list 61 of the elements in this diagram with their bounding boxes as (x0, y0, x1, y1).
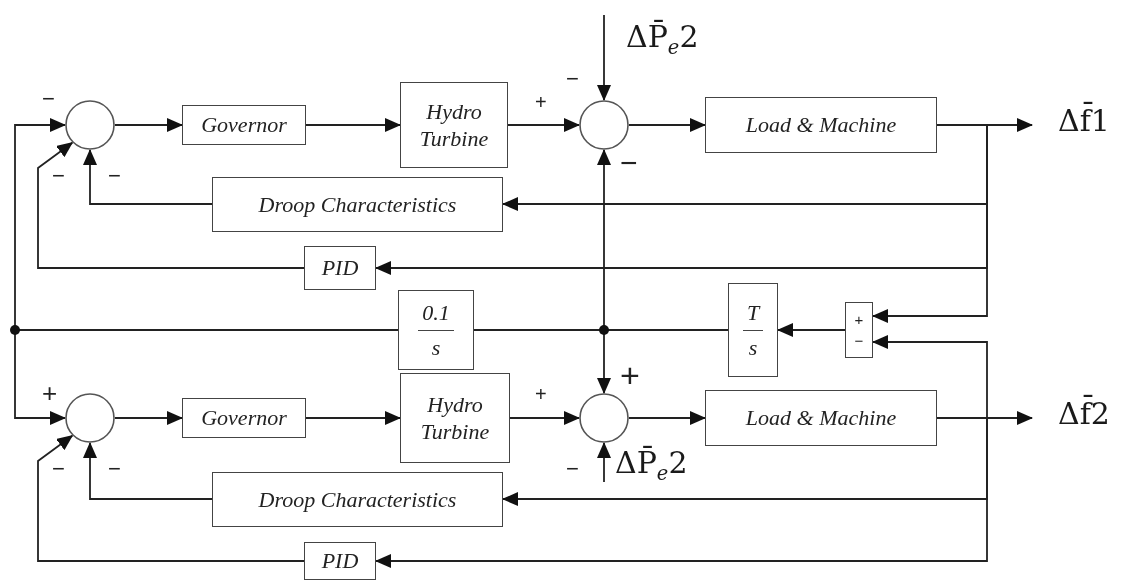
process-box (398, 290, 474, 370)
process-box (304, 542, 376, 580)
block-label: Governor (201, 404, 287, 432)
sign-label: − (566, 458, 579, 480)
block-label: Hydro Turbine (419, 390, 491, 446)
block-label: Droop Characteristics (258, 190, 457, 219)
block-label: Load & Machine (745, 111, 897, 139)
fraction-term: s (430, 333, 442, 361)
arrow (628, 118, 706, 132)
sign-label: − (52, 458, 65, 480)
sign-label: + (42, 380, 58, 406)
sign-label: + (535, 384, 547, 404)
process-box (728, 283, 778, 377)
arrow (777, 323, 846, 337)
sign-label: − (854, 331, 864, 351)
arrow (37, 141, 305, 269)
output-label: Δf̄2 (1032, 396, 1136, 440)
process-box (182, 105, 306, 145)
process-box (182, 398, 306, 438)
block-label: PID (321, 254, 359, 282)
sign-label: − (52, 165, 65, 187)
comparator-box (845, 302, 873, 358)
arrow (37, 434, 305, 562)
output-label: Δf̄1 (1032, 103, 1136, 147)
process-box (705, 390, 937, 446)
arrow (114, 118, 183, 132)
arrow (509, 411, 580, 425)
arrow (83, 442, 213, 500)
process-box (212, 177, 503, 232)
arrow (628, 411, 706, 425)
arrow (305, 118, 401, 132)
block-label: Hydro Turbine (418, 97, 490, 153)
sign-label: + (535, 92, 547, 112)
sign-label: − (566, 68, 579, 90)
arrow (597, 442, 611, 483)
process-box (400, 373, 510, 463)
sign-label: + (854, 310, 864, 330)
fraction-term: T (742, 299, 764, 331)
arrow (83, 149, 213, 205)
process-box (705, 97, 937, 153)
sign-label: − (108, 458, 121, 480)
arrow (872, 335, 988, 419)
process-box (304, 246, 376, 290)
block-label: PID (321, 547, 359, 575)
fraction-term: 0.1 (418, 299, 454, 331)
sign-label: − (108, 165, 121, 187)
process-box (212, 472, 503, 527)
arrow (305, 411, 401, 425)
arrow (872, 124, 988, 323)
arrow (375, 417, 988, 568)
process-box (400, 82, 508, 168)
sign-label: + (620, 358, 640, 392)
fraction-term: s (747, 333, 759, 361)
block-label: Governor (201, 111, 287, 139)
sign-label: − (42, 88, 55, 110)
arrow (597, 14, 611, 101)
arrow (114, 411, 183, 425)
sign-label: − (620, 148, 638, 178)
block-label: Load & Machine (745, 404, 897, 432)
block-label: Droop Characteristics (258, 485, 457, 514)
arrow (507, 118, 580, 132)
